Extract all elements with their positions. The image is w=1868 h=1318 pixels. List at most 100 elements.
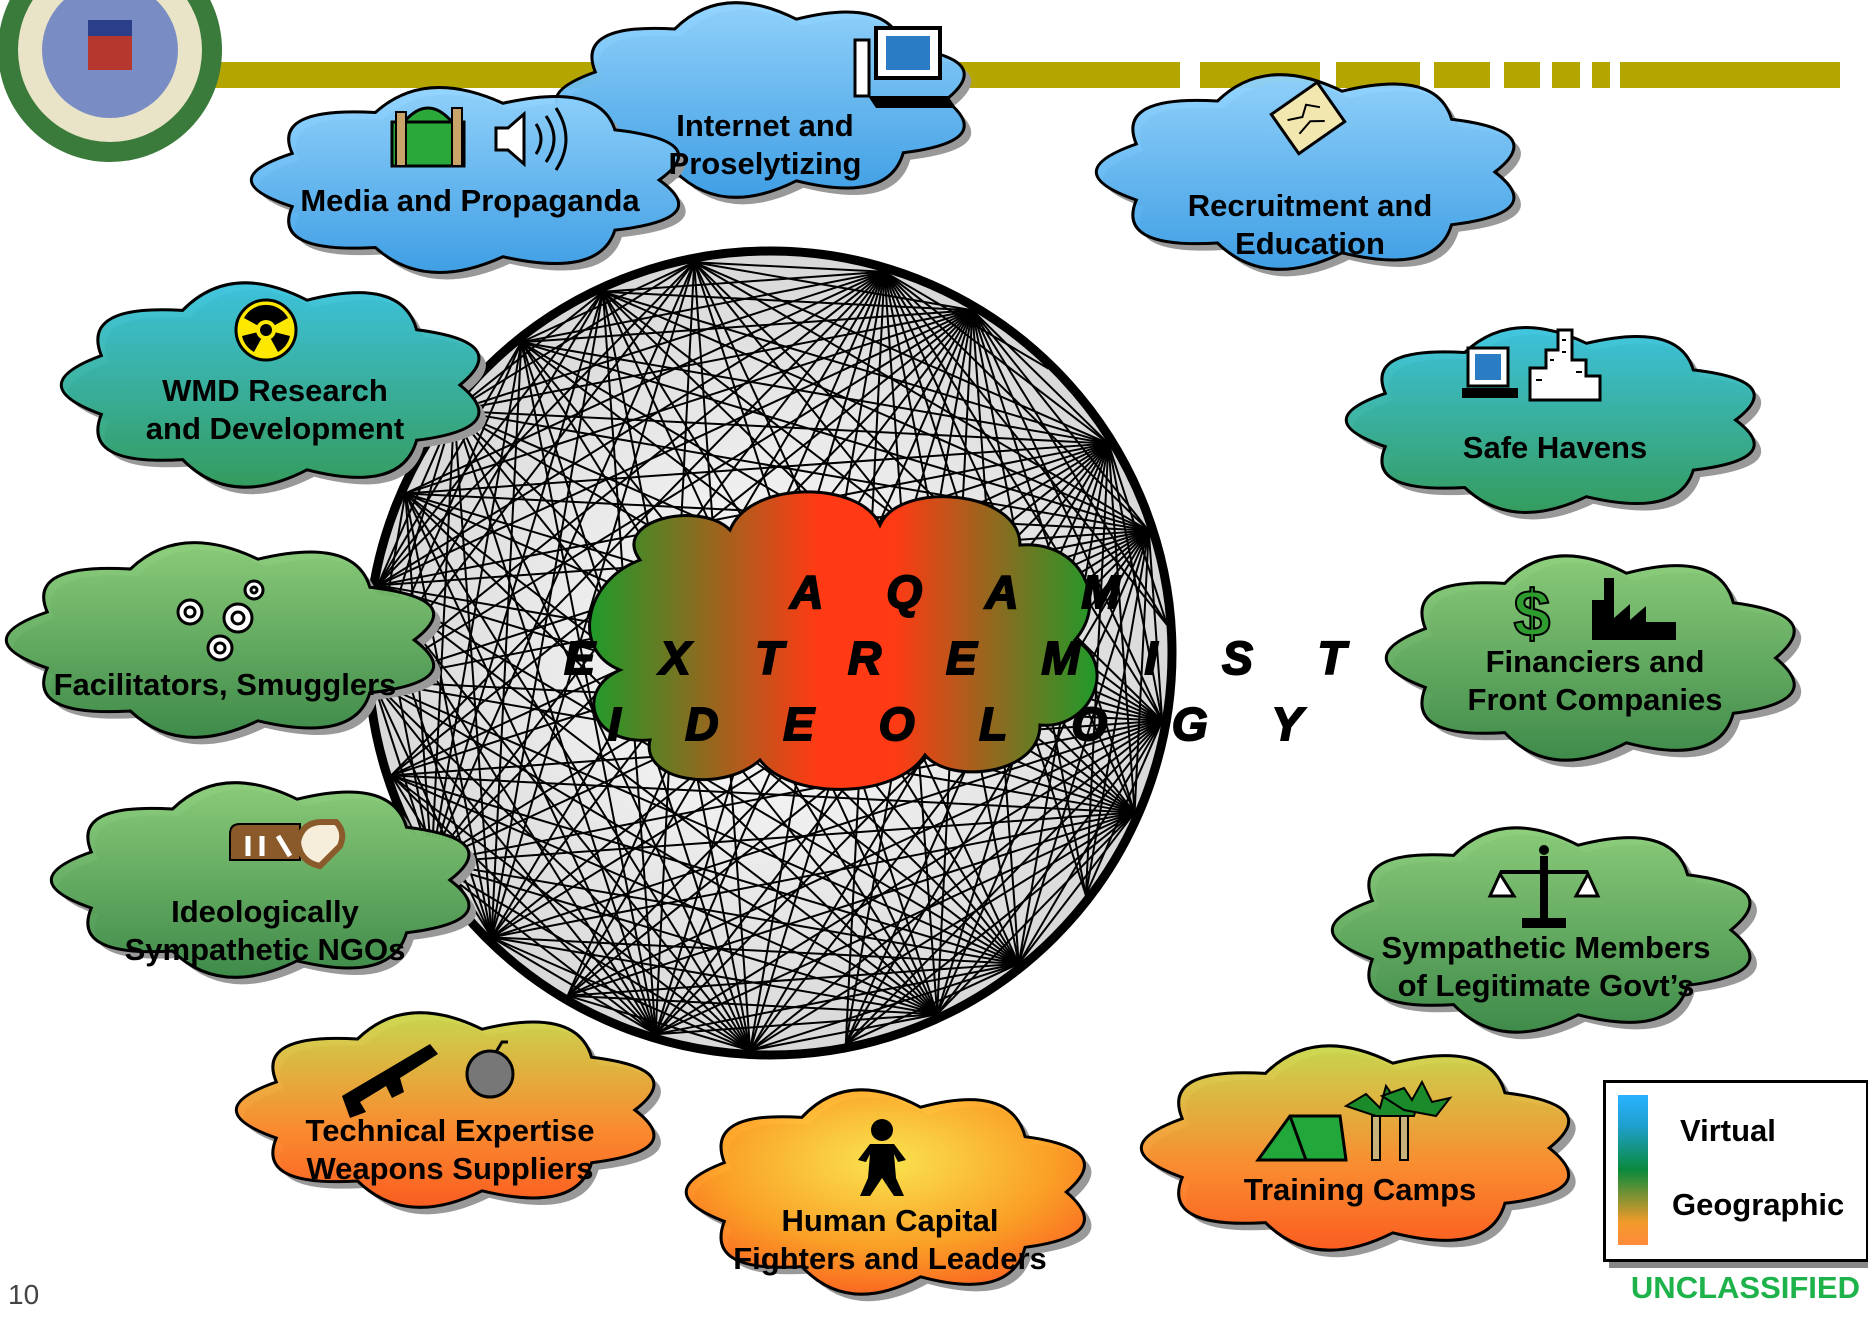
center-line-1: A Q A M — [789, 565, 1146, 619]
connection-line — [655, 962, 1019, 1036]
bread-icon — [229, 819, 346, 870]
node-label-line: Safe Havens — [1462, 430, 1648, 465]
node-label-line: Sympathetic NGOs — [124, 932, 406, 967]
cloud-safe-havens — [1344, 326, 1756, 514]
connection-line — [390, 774, 751, 1052]
connection-line — [390, 774, 657, 1035]
connection-line — [491, 936, 1019, 965]
node-label-line: Technical Expertise — [305, 1113, 595, 1148]
cloud-recruitment — [1094, 73, 1516, 271]
connection-line — [491, 936, 751, 1052]
connection-line — [567, 994, 938, 1016]
connection-line — [694, 261, 885, 273]
node-label-line: of Legitimate Govt’s — [1397, 968, 1695, 1003]
connection-line — [1147, 530, 1164, 721]
radiation-icon — [234, 298, 298, 362]
connection-line — [453, 410, 493, 938]
center-line-3: I D E O L O G Y — [607, 697, 1329, 751]
connection-line — [404, 492, 751, 1052]
connection-line — [431, 861, 938, 1016]
node-label-line: Media and Propaganda — [300, 183, 640, 218]
page-number: 10 — [8, 1279, 40, 1310]
connection-line — [404, 493, 493, 938]
connection-line — [1107, 443, 1164, 721]
connection-line — [693, 261, 1150, 532]
center-title: A Q A M E X T R E M I S T I D E O L O G … — [563, 565, 1346, 751]
dollar-factory-icon: $ — [1513, 575, 1676, 651]
connection-line — [431, 861, 751, 1052]
connection-line — [749, 1013, 938, 1052]
node-label-line: Weapons Suppliers — [306, 1151, 594, 1186]
connection-line — [490, 262, 696, 938]
connection-line — [430, 861, 657, 1035]
connection-line — [491, 719, 1163, 939]
center-cloud — [588, 490, 1099, 791]
classification-marking: UNCLASSIFIED — [1630, 1270, 1860, 1305]
connection-line — [971, 309, 1150, 532]
node-label-line: Proselytizing — [668, 146, 862, 181]
connection-line — [491, 936, 938, 1016]
connection-line — [377, 261, 695, 587]
connection-line — [372, 680, 1020, 965]
connection-line — [490, 342, 523, 938]
node-label-facilitators: Facilitators, Smugglers — [54, 666, 397, 704]
computer-city-icon — [1462, 328, 1602, 402]
node-label-line: Human Capital — [781, 1203, 999, 1238]
connection-line — [430, 342, 523, 863]
node-label-line: Ideologically — [171, 894, 359, 929]
connection-line — [372, 680, 938, 1016]
connection-line — [376, 341, 523, 586]
connection-line — [491, 936, 657, 1036]
connection-line — [602, 270, 885, 293]
connection-line — [453, 309, 973, 412]
node-label-line: Fighters and Leaders — [733, 1241, 1047, 1276]
cloud-training — [1139, 1044, 1571, 1252]
connection-line — [655, 719, 1163, 1036]
scales-icon — [1487, 845, 1601, 928]
node-label-line: Education — [1235, 226, 1385, 261]
connection-line — [971, 309, 1164, 722]
person-icon — [858, 1119, 906, 1196]
node-label-line: Recruitment and — [1187, 188, 1433, 223]
connection-line — [521, 270, 885, 344]
node-label-line: Front Companies — [1467, 682, 1723, 717]
connection-line — [431, 719, 1163, 864]
cloud-media — [249, 86, 681, 274]
mosque-speaker-icon — [390, 106, 568, 171]
connection-line — [693, 261, 1109, 445]
central-command-seal — [0, 0, 222, 162]
connection-line — [845, 719, 1163, 1045]
connection-line — [749, 962, 1020, 1052]
connection-line — [521, 309, 973, 344]
connection-line — [376, 291, 604, 586]
node-label-media: Media and Propaganda — [300, 182, 639, 220]
connection-line — [1017, 720, 1164, 965]
node-label-line: Training Camps — [1243, 1172, 1477, 1207]
connection-line — [1107, 443, 1136, 813]
connection-line — [453, 291, 604, 412]
connection-line — [372, 680, 493, 938]
node-label-training: Training Camps — [1244, 1171, 1477, 1209]
connection-line — [936, 811, 1136, 1015]
connection-line — [372, 680, 657, 1035]
scroll-map-icon — [1269, 80, 1347, 156]
header-bar — [180, 62, 1840, 88]
node-label-line: WMD Research — [162, 373, 388, 408]
cloud-ngos — [49, 781, 471, 979]
svg-text:$: $ — [1514, 576, 1551, 650]
connection-line — [602, 290, 973, 312]
connection-line — [883, 271, 1110, 445]
connection-line — [971, 309, 1110, 445]
connection-line — [377, 584, 751, 1052]
connection-line — [453, 409, 1149, 532]
connection-line — [693, 261, 1163, 722]
connection-line — [936, 720, 1164, 1015]
connection-line — [430, 261, 696, 863]
cloud-weapons — [234, 1011, 656, 1209]
